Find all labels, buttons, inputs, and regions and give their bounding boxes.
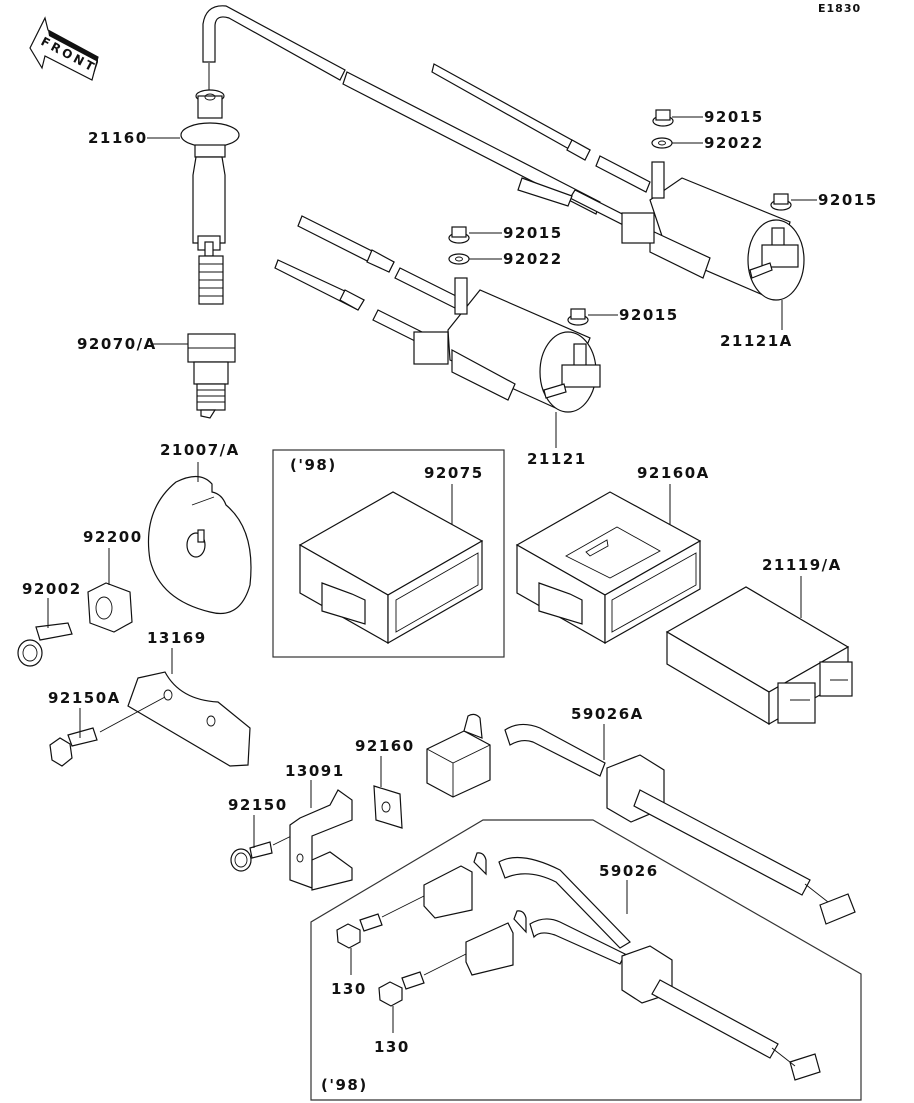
ignition-coil-21121 <box>413 277 601 413</box>
year-98-frame-59026 <box>310 819 862 1101</box>
callout-92075: 92075 <box>424 464 484 482</box>
bracket-13169 <box>127 671 251 767</box>
socket-bolt <box>17 622 73 667</box>
year-note-92075: ('98) <box>290 456 337 474</box>
callout-59026: 59026 <box>599 862 659 880</box>
bolt-130-a <box>336 895 425 949</box>
year-98-frame-92075 <box>272 449 505 658</box>
spark-plug-lead <box>202 5 601 215</box>
washer-92022-a <box>651 137 673 149</box>
year-note-59026: ('98) <box>321 1076 368 1094</box>
callout-92160a: 92160A <box>637 464 710 482</box>
callout-59026a: 59026A <box>571 705 644 723</box>
diagram-code: E1830 <box>818 2 861 15</box>
square-plate <box>373 785 403 829</box>
callout-92002: 92002 <box>22 580 82 598</box>
hex-nut <box>87 582 133 633</box>
flange-bolt-92150a <box>49 696 166 767</box>
spark-plug <box>187 241 236 419</box>
timing-rotor <box>147 475 252 614</box>
callout-92150a: 92150A <box>48 689 121 707</box>
pickup-coil-59026 <box>423 852 821 1081</box>
washer-92022-c <box>448 253 470 265</box>
cover-92075 <box>298 491 484 645</box>
nut-92015-a <box>652 109 674 127</box>
callout-130-b: 130 <box>374 1038 410 1056</box>
ignition-coil-21121a <box>621 161 805 301</box>
callout-21121a: 21121A <box>720 332 793 350</box>
nut-92015-b <box>770 193 792 211</box>
callout-92015-c: 92015 <box>503 224 563 242</box>
callout-92015-b: 92015 <box>818 191 878 209</box>
bolt-130-b <box>378 953 467 1007</box>
callout-21121: 21121 <box>527 450 587 468</box>
bracket-13091 <box>289 789 353 891</box>
callout-92200: 92200 <box>83 528 143 546</box>
coil-leads-front <box>274 215 461 347</box>
callout-21007a: 21007/A <box>160 441 240 459</box>
callout-92022-c: 92022 <box>503 250 563 268</box>
callout-21160: 21160 <box>88 129 148 147</box>
pickup-coil-59026a <box>426 713 856 925</box>
callout-13091: 13091 <box>285 762 345 780</box>
callout-92150: 92150 <box>228 796 288 814</box>
cover-92160a <box>515 491 702 645</box>
callout-21119a: 21119/A <box>762 556 842 574</box>
callout-92022-a: 92022 <box>704 134 764 152</box>
callout-92160: 92160 <box>355 737 415 755</box>
nut-92015-c <box>448 226 470 244</box>
callout-92015-a: 92015 <box>704 108 764 126</box>
nut-92015-d <box>567 308 589 326</box>
front-arrow-icon: FRONT <box>29 16 99 81</box>
callout-130-a: 130 <box>331 980 367 998</box>
coil-leads-rear <box>431 63 651 237</box>
callout-13169: 13169 <box>147 629 207 647</box>
igniter-unit <box>665 586 853 726</box>
callout-92015-d: 92015 <box>619 306 679 324</box>
spark-plug-cap <box>180 89 240 251</box>
callout-92070a: 92070/A <box>77 335 157 353</box>
